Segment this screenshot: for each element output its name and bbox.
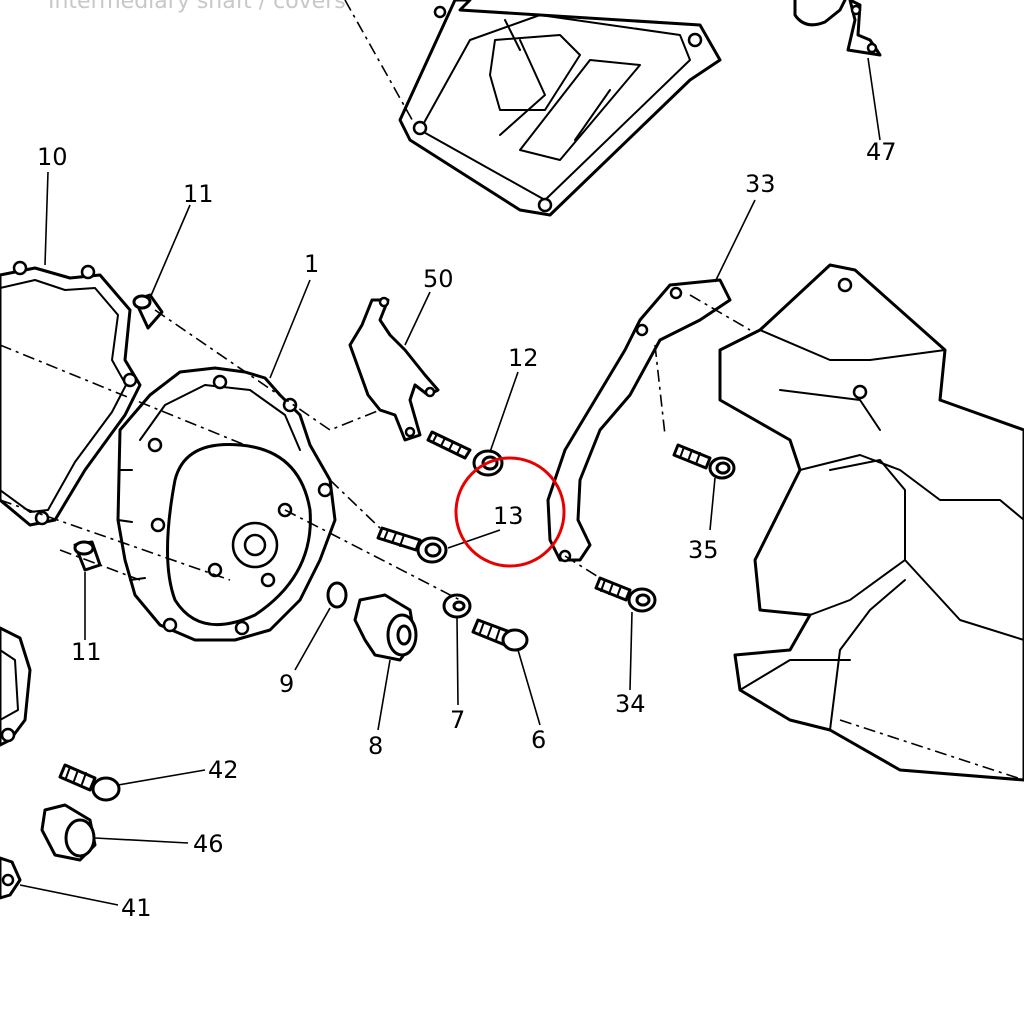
callout-35: 35 (688, 536, 719, 564)
bolt-35 (672, 443, 736, 480)
callout-7: 7 (450, 706, 465, 734)
dowel-pin-upper (132, 293, 164, 330)
callout-11-lower: 11 (71, 638, 102, 666)
callout-46: 46 (193, 830, 224, 858)
leader-lines (19, 57, 881, 906)
top-cover-plate (398, 0, 722, 217)
callout-13: 13 (493, 502, 524, 530)
callout-33: 33 (745, 170, 776, 198)
callout-1: 1 (304, 250, 319, 278)
callout-41: 42 (208, 756, 239, 784)
callout-8: 8 (368, 732, 383, 760)
assembly-center-lines (0, 0, 1024, 781)
callout-47: 47 (866, 138, 897, 166)
gasket-33 (546, 278, 732, 563)
highlight-circle (454, 456, 566, 568)
generator-cover-1 (116, 366, 337, 642)
callout-12: 12 (508, 344, 539, 372)
callout-10: 10 (37, 143, 68, 171)
bolt-13 (376, 526, 448, 564)
gasket-10 (0, 260, 142, 527)
bolt-6 (471, 618, 529, 652)
bracket-47 (793, 0, 882, 57)
bolt-41 (58, 763, 121, 802)
dowel-pin-lower (73, 540, 102, 572)
bolt-12 (426, 430, 504, 477)
o-ring-9 (326, 581, 348, 609)
callout-11-upper: 11 (183, 180, 214, 208)
callout-9: 9 (279, 670, 294, 698)
bracket-50 (348, 296, 440, 442)
lower-left-cover (0, 626, 32, 747)
callout-labels: 10 11 1 50 12 13 33 47 35 34 6 7 8 9 11 … (37, 138, 897, 922)
callout-50: 50 (423, 265, 454, 293)
callout-42: 41 (121, 894, 152, 922)
plug-46 (40, 803, 97, 862)
bolt-34 (594, 576, 657, 613)
callout-34: 34 (615, 690, 646, 718)
faded-header-text: Intermediary shaft / covers (48, 0, 346, 14)
callout-6: 6 (531, 726, 546, 754)
right-housing (718, 263, 1024, 782)
plug-8 (353, 593, 418, 662)
washer-7 (442, 593, 472, 619)
gasket-42 (0, 856, 22, 900)
